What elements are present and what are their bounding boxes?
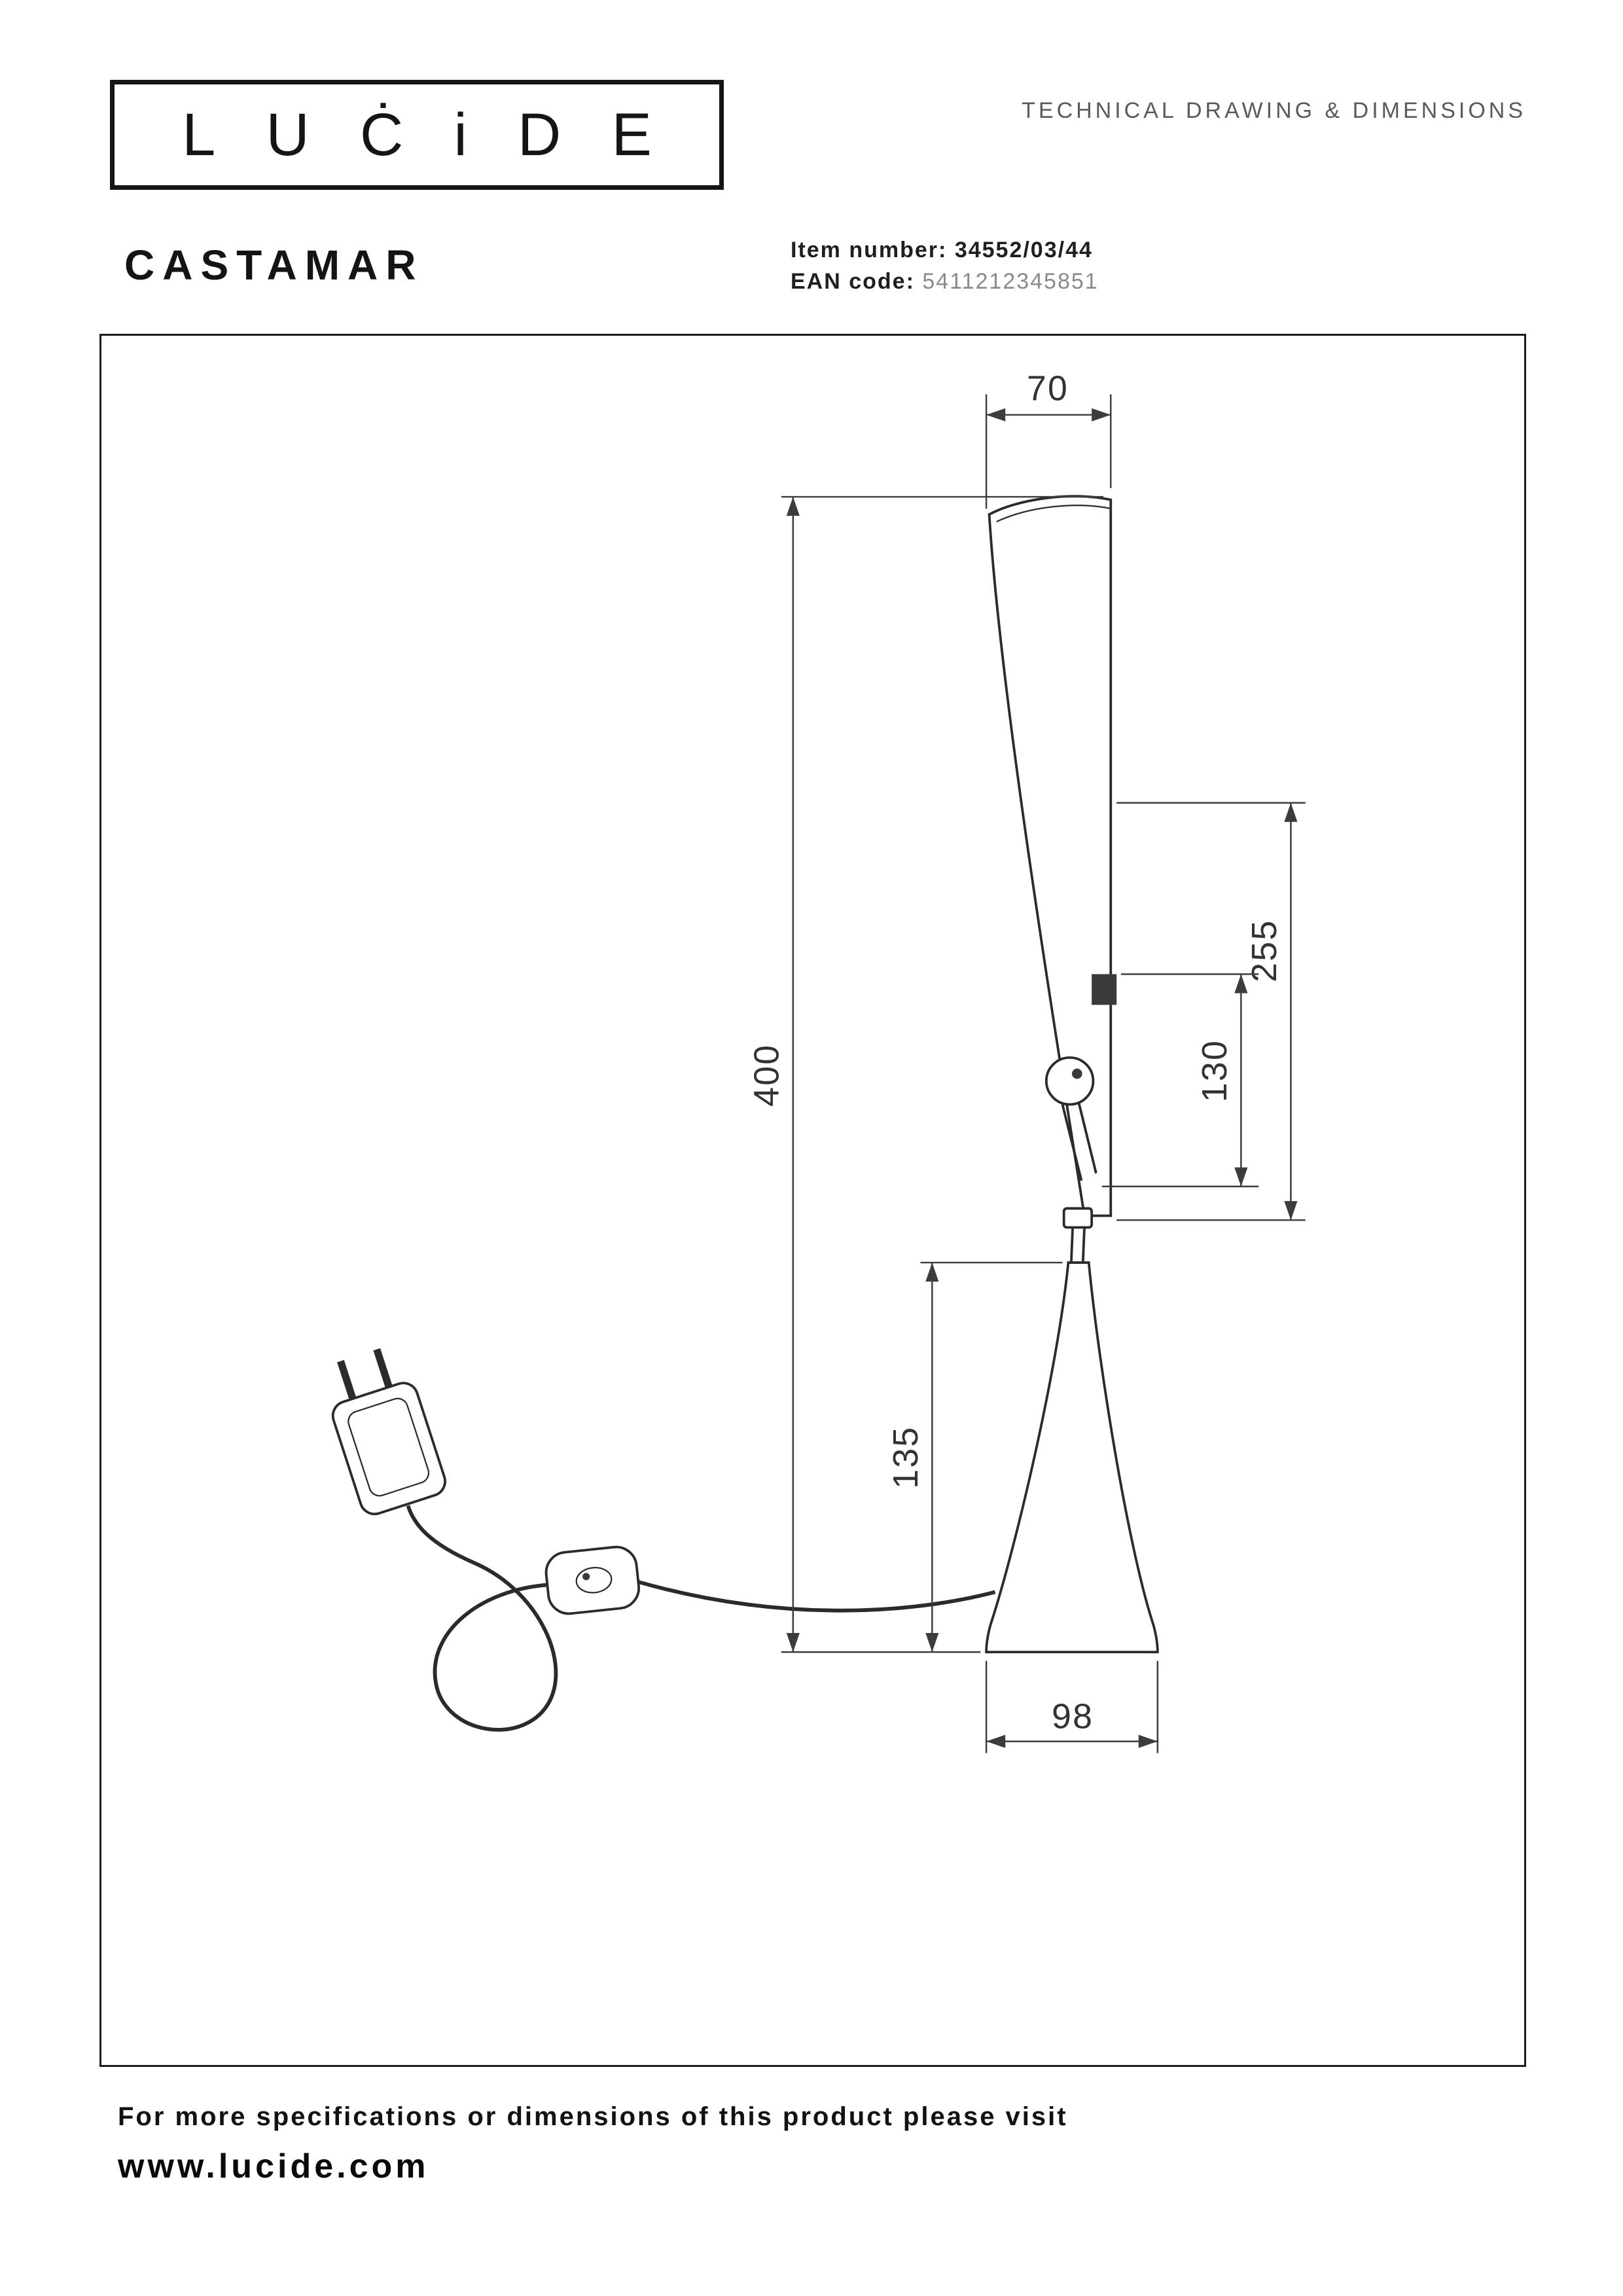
dim-label-70: 70 bbox=[1027, 368, 1069, 408]
plug-pin bbox=[373, 1348, 393, 1388]
logo-letter: i bbox=[454, 101, 467, 168]
sheet-title: TECHNICAL DRAWING & DIMENSIONS bbox=[1022, 98, 1526, 123]
item-number-label: Item number: bbox=[791, 238, 948, 262]
power-cord-loop bbox=[406, 1505, 558, 1732]
logo-letter: L bbox=[182, 101, 216, 168]
bulb-joint-dot bbox=[1071, 1068, 1082, 1079]
switch-body bbox=[544, 1545, 640, 1615]
logo-letter: U bbox=[266, 101, 310, 168]
dim-base-height: 135 bbox=[886, 1261, 1063, 1653]
ean-value: 5411212345851 bbox=[922, 269, 1099, 294]
product-name: CASTAMAR bbox=[124, 242, 424, 289]
drawing-frame: 70 400 255 130 bbox=[99, 334, 1526, 2067]
ean-label: EAN code: bbox=[791, 269, 915, 294]
lamp-base bbox=[985, 1261, 1159, 1654]
lamp-drawing bbox=[331, 495, 1159, 1732]
bulb-arm bbox=[1061, 1101, 1097, 1181]
logo-letter: Ċ bbox=[359, 101, 404, 168]
technical-drawing: 70 400 255 130 bbox=[331, 368, 1306, 1753]
switch-button bbox=[575, 1567, 613, 1594]
dim-total-height: 400 bbox=[747, 495, 1104, 1653]
dim-shade-inner-height: 130 bbox=[1101, 973, 1259, 1187]
dim-label-255: 255 bbox=[1245, 919, 1284, 982]
dim-label-98: 98 bbox=[1052, 1696, 1094, 1736]
item-number-value: 34552/03/44 bbox=[954, 238, 1093, 262]
lamp-shade bbox=[988, 495, 1113, 1217]
logo-letter: D bbox=[517, 101, 562, 168]
plug-body bbox=[331, 1382, 446, 1516]
ean-line: EAN code: 5411212345851 bbox=[791, 266, 1099, 297]
dim-shade-height: 255 bbox=[1116, 802, 1306, 1221]
bulb-bracket bbox=[1092, 974, 1117, 1005]
hinge-collar bbox=[1062, 1207, 1094, 1229]
plug-face bbox=[348, 1397, 430, 1497]
footer-website: www.lucide.com bbox=[118, 2147, 429, 2185]
dim-label-130: 130 bbox=[1195, 1039, 1234, 1102]
switch-dot bbox=[582, 1573, 590, 1581]
dim-label-135: 135 bbox=[886, 1426, 925, 1488]
shade-rim-line bbox=[996, 505, 1111, 523]
power-cord bbox=[637, 1579, 996, 1613]
stem bbox=[1069, 1227, 1086, 1263]
power-plug bbox=[331, 1348, 446, 1516]
product-meta: Item number: 34552/03/44 EAN code: 54112… bbox=[791, 234, 1099, 297]
lucide-logo: L U Ċ i D E bbox=[110, 80, 724, 190]
inline-switch bbox=[544, 1545, 640, 1615]
bulb-joint bbox=[1044, 1056, 1095, 1106]
item-number-line: Item number: 34552/03/44 bbox=[791, 234, 1099, 266]
dim-label-400: 400 bbox=[747, 1044, 786, 1107]
plug-pin bbox=[337, 1359, 357, 1400]
dimension-annotations: 70 400 255 130 bbox=[747, 368, 1306, 1753]
dim-shade-top-depth: 70 bbox=[985, 368, 1112, 509]
footer-note: For more specifications or dimensions of… bbox=[118, 2102, 1068, 2131]
dim-base-width: 98 bbox=[985, 1660, 1159, 1753]
logo-letter: E bbox=[611, 101, 652, 168]
